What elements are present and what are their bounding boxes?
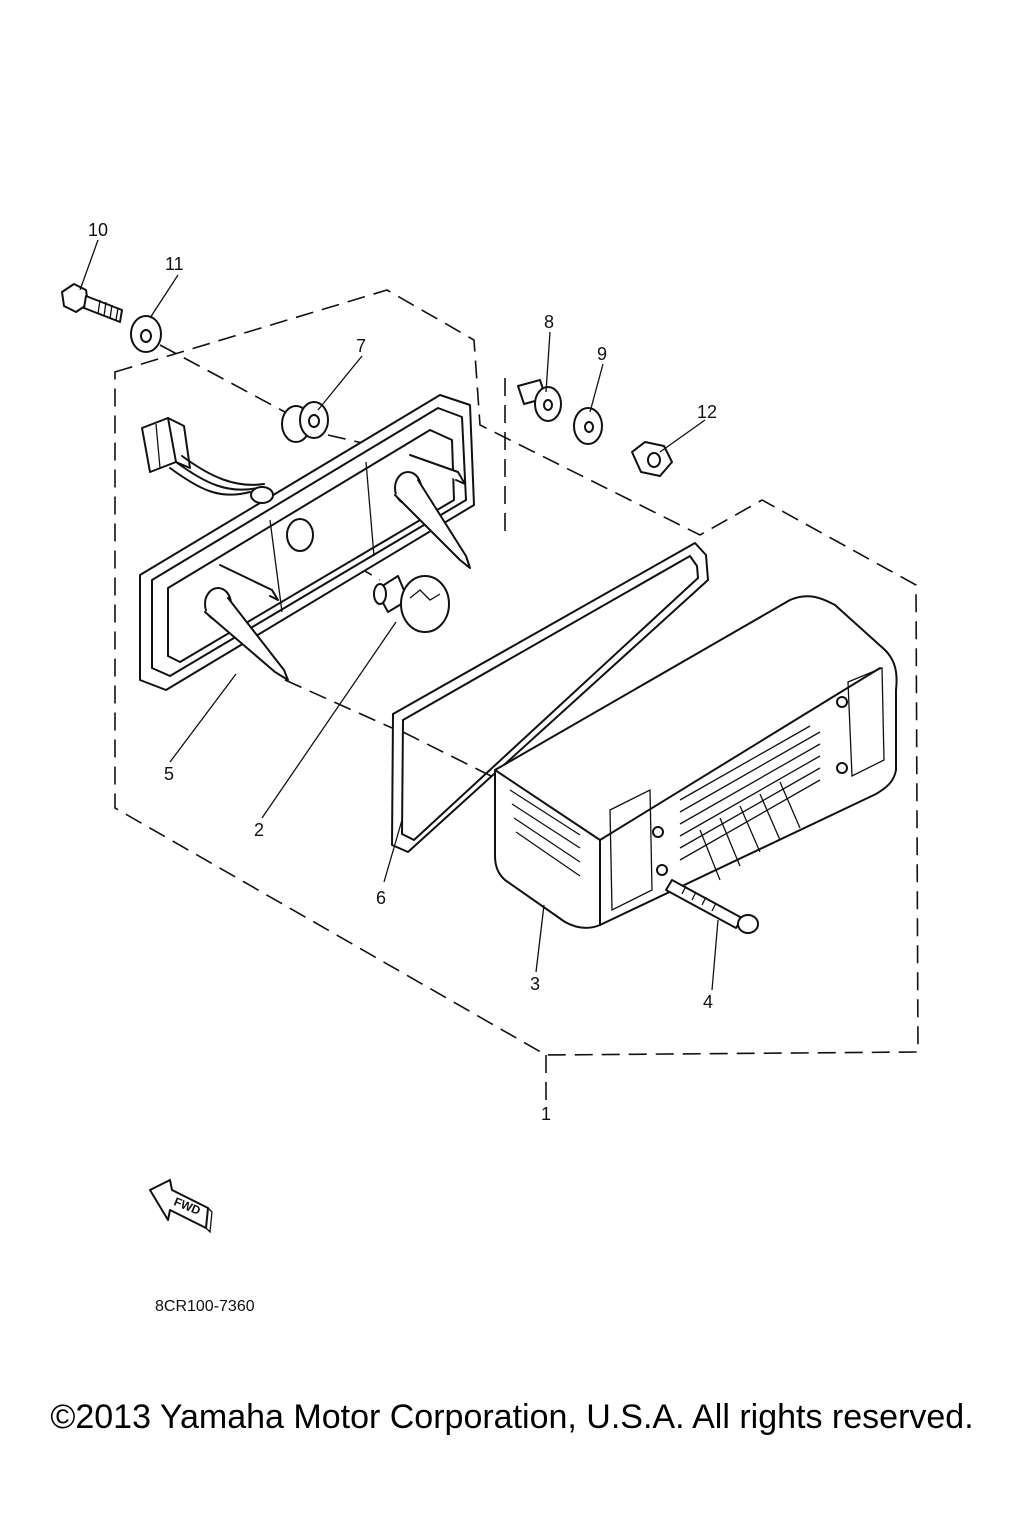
part-label-8: 8 xyxy=(544,312,554,332)
housing-base-5 xyxy=(139,394,475,691)
part-label-7: 7 xyxy=(356,336,366,356)
bolt-10 xyxy=(61,283,123,323)
part-label-1: 1 xyxy=(541,1104,551,1124)
lens-3 xyxy=(494,595,898,929)
part-label-5: 5 xyxy=(164,764,174,784)
assembly-outline xyxy=(114,289,919,1056)
grommet-7 xyxy=(281,401,329,443)
part-labels: 1 2 3 4 5 6 7 8 9 10 11 12 xyxy=(88,220,717,1124)
washer-11 xyxy=(130,315,162,353)
screw-4 xyxy=(665,879,759,934)
gasket-6 xyxy=(391,542,709,853)
part-label-10: 10 xyxy=(88,220,108,240)
bulb-2 xyxy=(373,575,450,633)
part-label-12: 12 xyxy=(697,402,717,422)
leader-lines xyxy=(79,239,719,991)
drawing-code: 8CR100-7360 xyxy=(155,1298,255,1315)
washer-9 xyxy=(573,407,603,445)
part-label-2: 2 xyxy=(254,820,264,840)
part-label-4: 4 xyxy=(703,992,713,1012)
collar-8 xyxy=(517,379,562,422)
part-label-9: 9 xyxy=(597,344,607,364)
copyright-notice: ©2013 Yamaha Motor Corporation, U.S.A. A… xyxy=(50,1398,974,1436)
part-label-11: 11 xyxy=(165,254,184,274)
part-label-3: 3 xyxy=(530,974,540,994)
fwd-arrow: FWD xyxy=(149,1179,213,1234)
part-label-6: 6 xyxy=(376,888,386,908)
